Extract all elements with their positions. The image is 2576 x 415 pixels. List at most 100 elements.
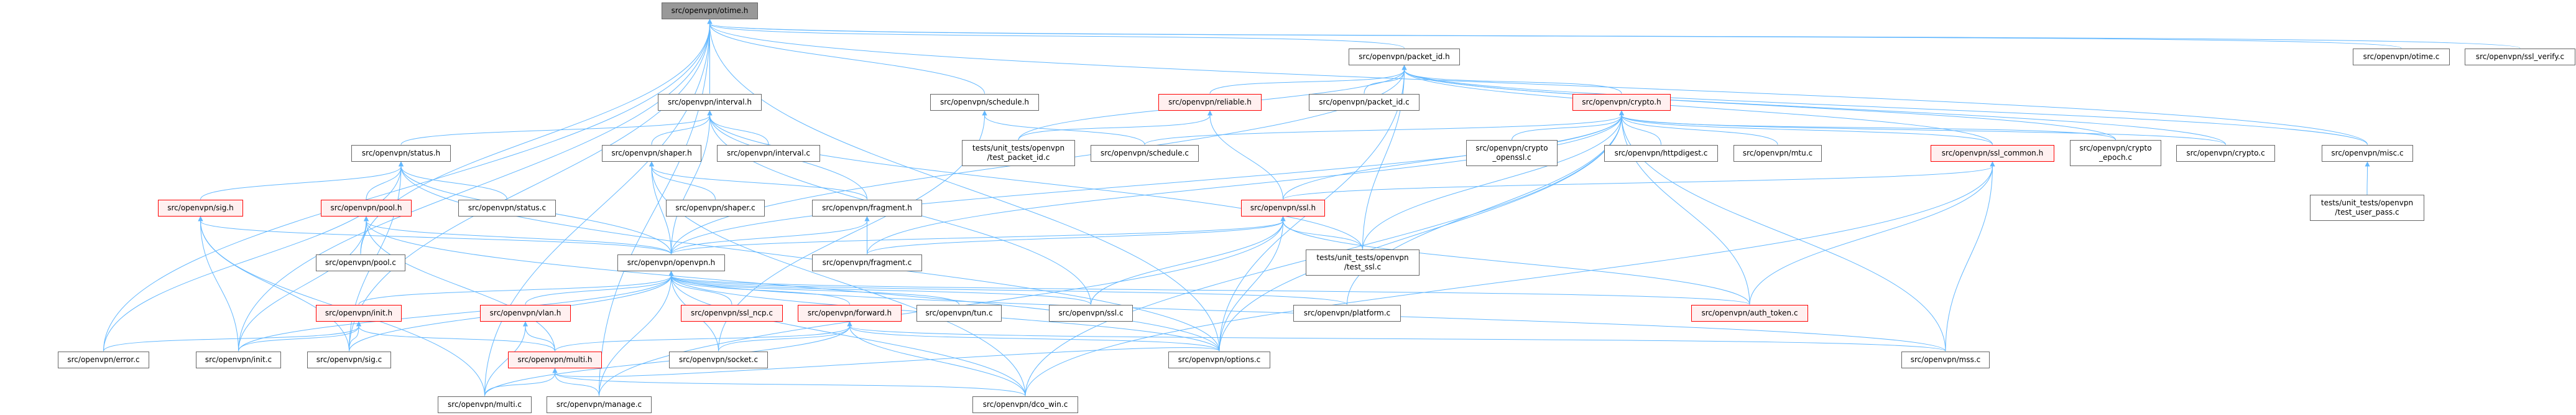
edge-platform_c-to-openvpn_h <box>671 276 1347 305</box>
arrowhead-icon <box>552 368 558 373</box>
node-pool-c[interactable]: src/openvpn/pool.c <box>316 254 405 271</box>
edge-misc_c-to-packet_id_h <box>1404 70 2368 145</box>
arrowhead-icon <box>1280 216 1286 221</box>
edge-manage_c-to-multi_h <box>555 373 599 396</box>
node-platform-c[interactable]: src/openvpn/platform.c <box>1293 304 1401 322</box>
edge-mss_c-to-ssl_common_h <box>1945 166 1993 352</box>
node-test-packet-id-c[interactable]: tests/unit_tests/openvpn /test_packet_id… <box>962 140 1075 166</box>
edge-dco_win_c-to-ssl_common_h <box>1025 166 1993 396</box>
node-schedule-c[interactable]: src/openvpn/schedule.c <box>1091 144 1199 162</box>
arrowhead-icon <box>1207 110 1212 116</box>
node-httpdigest-c[interactable]: src/openvpn/httpdigest.c <box>1604 144 1718 162</box>
edge-dco_win_c-to-openvpn_h <box>671 276 1026 396</box>
node-ssl-ncp-c[interactable]: src/openvpn/ssl_ncp.c <box>681 304 783 322</box>
edge-crypto_c-to-crypto_h <box>1621 115 2226 145</box>
edge-httpdigest_c-to-crypto_h <box>1621 115 1661 145</box>
node-ssl-h[interactable]: src/openvpn/ssl.h <box>1241 199 1325 217</box>
edge-multi_c-to-forward_h <box>484 326 850 396</box>
node-openvpn-h[interactable]: src/openvpn/openvpn.h <box>617 254 725 271</box>
node-dco-win-c[interactable]: src/openvpn/dco_win.c <box>972 396 1078 413</box>
node-fragment-h[interactable]: src/openvpn/fragment.h <box>812 199 922 217</box>
node-shaper-c[interactable]: src/openvpn/shaper.c <box>666 199 765 217</box>
node-sig-h[interactable]: src/openvpn/sig.h <box>158 199 243 217</box>
node-error-c[interactable]: src/openvpn/error.c <box>58 351 149 368</box>
node-socket-c[interactable]: src/openvpn/socket.c <box>669 351 768 368</box>
node-packet-id-c[interactable]: src/openvpn/packet_id.c <box>1309 93 1420 111</box>
node-ssl-c[interactable]: src/openvpn/ssl.c <box>1049 304 1133 322</box>
edge-test_ssl_c-to-crypto_h <box>1362 115 1622 250</box>
node-mtu-c[interactable]: src/openvpn/mtu.c <box>1733 144 1822 162</box>
edge-dco_win_c-to-forward_h <box>849 326 1026 396</box>
edge-test_ssl_c-to-interval_h <box>709 115 1363 250</box>
node-status-h[interactable]: src/openvpn/status.h <box>351 144 451 162</box>
node-crypto-c[interactable]: src/openvpn/crypto.c <box>2176 144 2275 162</box>
node-crypto-epoch-c[interactable]: src/openvpn/crypto _epoch.c <box>2070 140 2161 166</box>
edge-error_c-to-status_h <box>103 166 402 352</box>
node-schedule-h[interactable]: src/openvpn/schedule.h <box>930 93 1039 111</box>
edge-openvpn_h-to-shaper_h <box>651 166 672 254</box>
edge-error_c-to-otime_h <box>103 24 710 352</box>
arrowhead-icon <box>847 321 852 327</box>
arrowhead-icon <box>1990 161 1995 167</box>
node-multi-c[interactable]: src/openvpn/multi.c <box>438 396 532 413</box>
node-manage-c[interactable]: src/openvpn/manage.c <box>547 396 652 413</box>
edge-sig_c-to-sig_h <box>200 221 349 352</box>
edge-error_c-to-init_h <box>103 326 359 352</box>
node-shaper-h[interactable]: src/openvpn/shaper.h <box>602 144 701 162</box>
edge-ssl_h-to-ssl_common_h <box>1283 166 1993 200</box>
arrowhead-icon <box>2365 161 2370 167</box>
node-init-h[interactable]: src/openvpn/init.h <box>316 304 402 322</box>
node-crypto-openssl-c[interactable]: src/openvpn/crypto _openssl.c <box>1466 140 1558 166</box>
node-mss-c[interactable]: src/openvpn/mss.c <box>1901 351 1990 368</box>
node-otime-h[interactable]: src/openvpn/otime.h <box>662 2 758 19</box>
node-ssl-verify-c[interactable]: src/openvpn/ssl_verify.c <box>2465 48 2575 65</box>
edge-multi_h-to-init_h <box>358 326 555 352</box>
node-sig-c[interactable]: src/openvpn/sig.c <box>307 351 391 368</box>
edge-init_c-to-sig_h <box>200 221 239 352</box>
node-forward-h[interactable]: src/openvpn/forward.h <box>798 304 902 322</box>
node-otime-c[interactable]: src/openvpn/otime.c <box>2353 48 2450 65</box>
edge-multi_h-to-vlan_h <box>525 326 555 352</box>
edge-ssl_h-to-reliable_h <box>1209 115 1283 200</box>
edge-multi_c-to-multi_h <box>484 373 555 396</box>
edge-fragment_c-to-ssl_h <box>867 221 1283 254</box>
node-tun-c[interactable]: src/openvpn/tun.c <box>916 304 1002 322</box>
edge-multi_h-to-pool_h <box>366 221 555 352</box>
node-test-ssl-c[interactable]: tests/unit_tests/openvpn /test_ssl.c <box>1306 249 1420 276</box>
node-reliable-h[interactable]: src/openvpn/reliable.h <box>1158 93 1262 111</box>
node-multi-h[interactable]: src/openvpn/multi.h <box>508 351 602 368</box>
arrowhead-icon <box>356 321 361 327</box>
node-init-c[interactable]: src/openvpn/init.c <box>196 351 281 368</box>
edge-ssl_ncp_c-to-openvpn_h <box>671 276 732 305</box>
node-ssl-common-h[interactable]: src/openvpn/ssl_common.h <box>1931 144 2054 162</box>
arrowhead-icon <box>364 216 369 221</box>
node-interval-c[interactable]: src/openvpn/interval.c <box>717 144 820 162</box>
node-packet-id-h[interactable]: src/openvpn/packet_id.h <box>1349 48 1460 65</box>
edge-options_c-to-status_h <box>400 166 1220 352</box>
edge-init_c-to-pool_h <box>238 221 367 352</box>
edge-init_c-to-openvpn_h <box>238 276 672 352</box>
node-crypto-h[interactable]: src/openvpn/crypto.h <box>1572 93 1671 111</box>
edge-ssl_c-to-ssl_h <box>1091 221 1283 305</box>
edge-crypto_h-to-packet_id_h <box>1404 70 1622 94</box>
node-misc-c[interactable]: src/openvpn/misc.c <box>2322 144 2413 162</box>
node-interval-h[interactable]: src/openvpn/interval.h <box>658 93 762 111</box>
edge-crypto_openssl_c-to-crypto_h <box>1512 115 1622 141</box>
node-vlan-h[interactable]: src/openvpn/vlan.h <box>480 304 571 322</box>
edge-options_c-to-forward_h <box>849 326 1220 352</box>
node-test-user-pass-c[interactable]: tests/unit_tests/openvpn /test_user_pass… <box>2310 195 2424 221</box>
edge-misc_c-to-otime_h <box>709 24 2368 145</box>
arrowhead-icon <box>864 216 870 221</box>
node-status-c[interactable]: src/openvpn/status.c <box>458 199 556 217</box>
edge-options_c-to-otime_h <box>709 24 1220 352</box>
edge-reliable_h-to-packet_id_h <box>1209 70 1405 94</box>
node-fragment-c[interactable]: src/openvpn/fragment.c <box>812 254 922 271</box>
edge-manage_c-to-otime_h <box>599 24 710 396</box>
node-options-c[interactable]: src/openvpn/options.c <box>1168 351 1270 368</box>
arrowhead-icon <box>399 161 404 167</box>
edge-ssl_verify_c-to-otime_h <box>709 24 2521 49</box>
edge-openvpn_h-to-fragment_h <box>671 221 867 254</box>
arrowhead-icon <box>198 216 203 221</box>
node-pool-h[interactable]: src/openvpn/pool.h <box>321 199 412 217</box>
node-auth-token-c[interactable]: src/openvpn/auth_token.c <box>1691 304 1808 322</box>
